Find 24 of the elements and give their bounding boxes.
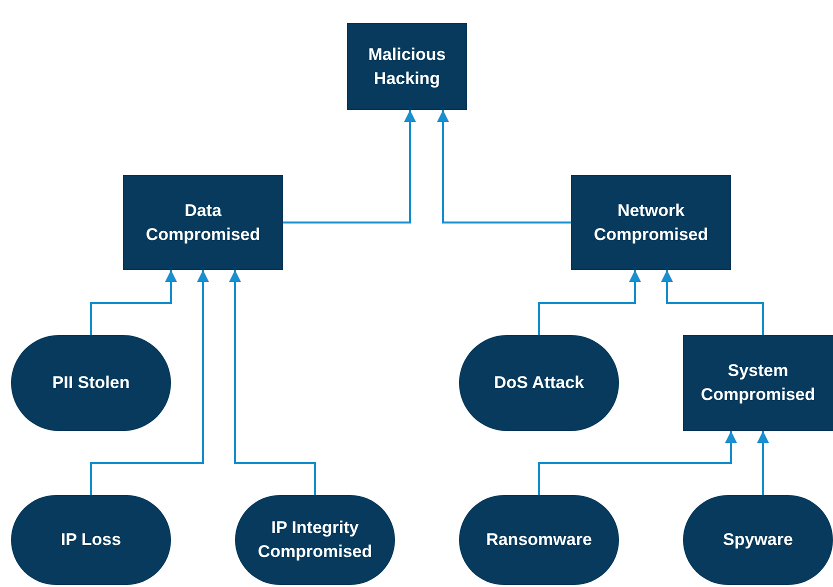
arrow [283, 110, 416, 224]
node-label: PII Stolen [52, 372, 130, 394]
arrow [90, 270, 177, 335]
arrow [538, 270, 641, 335]
node-label: Ransomware [486, 529, 592, 551]
node-label: Malicious Hacking [367, 44, 447, 90]
pill-node [683, 495, 833, 585]
node-label: Network Compromised [592, 200, 710, 246]
node-label: Data Compromised [144, 200, 262, 246]
arrow [437, 110, 571, 224]
node-label: IP Integrity Compromised [256, 517, 374, 563]
node-label: IP Loss [60, 529, 122, 551]
node-label: System Compromised [700, 360, 816, 406]
arrow [757, 431, 769, 495]
arrow [229, 270, 316, 495]
node-label: Spyware [723, 529, 793, 551]
arrow [90, 270, 209, 495]
category-box [683, 335, 833, 431]
category-box [347, 23, 467, 110]
arrow [661, 270, 764, 335]
node-label: DoS Attack [494, 372, 584, 394]
category-box [123, 175, 283, 270]
category-box [571, 175, 731, 270]
arrow [538, 431, 737, 495]
